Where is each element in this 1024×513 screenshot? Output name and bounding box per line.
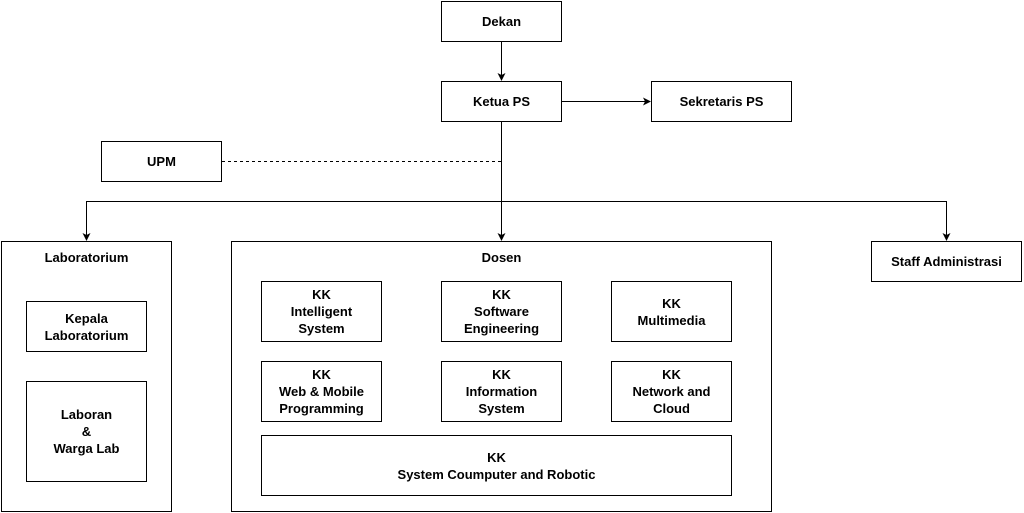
node-label-line: System	[298, 321, 345, 336]
edge-to-laboratorium	[82, 201, 502, 241]
node-label-line: &	[81, 424, 92, 439]
node-kk-web-mobile-programming[interactable]: KK Web & Mobile Programming	[261, 361, 382, 422]
node-kk-system-computer-robotic[interactable]: KK System Coumputer and Robotic	[261, 435, 732, 496]
node-label-line: Cloud	[653, 401, 690, 416]
node-kk-information-system[interactable]: KK Information System	[441, 361, 562, 422]
node-kk-network-cloud[interactable]: KK Network and Cloud	[611, 361, 732, 422]
node-label: Dekan	[481, 14, 522, 29]
node-ketua-ps[interactable]: Ketua PS	[441, 81, 562, 122]
node-sekretaris-ps[interactable]: Sekretaris PS	[651, 81, 792, 122]
node-label: UPM	[147, 154, 176, 169]
edge-to-staff	[501, 201, 951, 241]
node-laboran-warga-lab[interactable]: Laboran & Warga Lab	[26, 381, 147, 482]
node-label-line: Engineering	[463, 321, 540, 336]
node-label-line: Intelligent	[290, 304, 353, 319]
node-kk-software-engineering[interactable]: KK Software Engineering	[441, 281, 562, 342]
node-label-line: System Coumputer and Robotic	[397, 466, 596, 482]
node-label-line: Kepala	[65, 310, 108, 326]
node-label-line: KK	[312, 287, 331, 302]
node-kepala-laboratorium[interactable]: Kepala Laboratorium	[26, 301, 147, 352]
node-label-line: KK	[312, 367, 331, 382]
container-title: Dosen	[481, 250, 522, 265]
node-label: Sekretaris PS	[679, 94, 764, 109]
node-label-line: Network and	[632, 384, 711, 399]
node-label-line: KK	[492, 367, 511, 382]
node-label-line: System	[478, 401, 525, 416]
node-dekan[interactable]: Dekan	[441, 1, 562, 42]
node-label: Ketua PS	[472, 94, 531, 109]
node-label-line: Multimedia	[637, 312, 706, 328]
node-label-line: KK	[662, 367, 681, 382]
node-staff-administrasi[interactable]: Staff Administrasi	[871, 241, 1022, 282]
node-label: Staff Administrasi	[891, 254, 1002, 269]
node-label-line: KK	[492, 287, 511, 302]
node-label-line: KK	[662, 295, 681, 311]
node-label-line: Information	[465, 384, 538, 399]
node-label-line: Laboran	[60, 407, 113, 422]
node-label-line: Software	[474, 304, 529, 319]
node-label-line: Programming	[279, 401, 364, 416]
container-title: Laboratorium	[44, 250, 129, 265]
node-label-line: Web & Mobile	[279, 384, 364, 399]
node-label-line: KK	[487, 449, 506, 465]
node-label-line: Laboratorium	[44, 327, 129, 343]
node-kk-intelligent-system[interactable]: KK Intelligent System	[261, 281, 382, 342]
node-kk-multimedia[interactable]: KK Multimedia	[611, 281, 732, 342]
node-label-line: Warga Lab	[53, 441, 120, 456]
node-upm[interactable]: UPM	[101, 141, 222, 182]
